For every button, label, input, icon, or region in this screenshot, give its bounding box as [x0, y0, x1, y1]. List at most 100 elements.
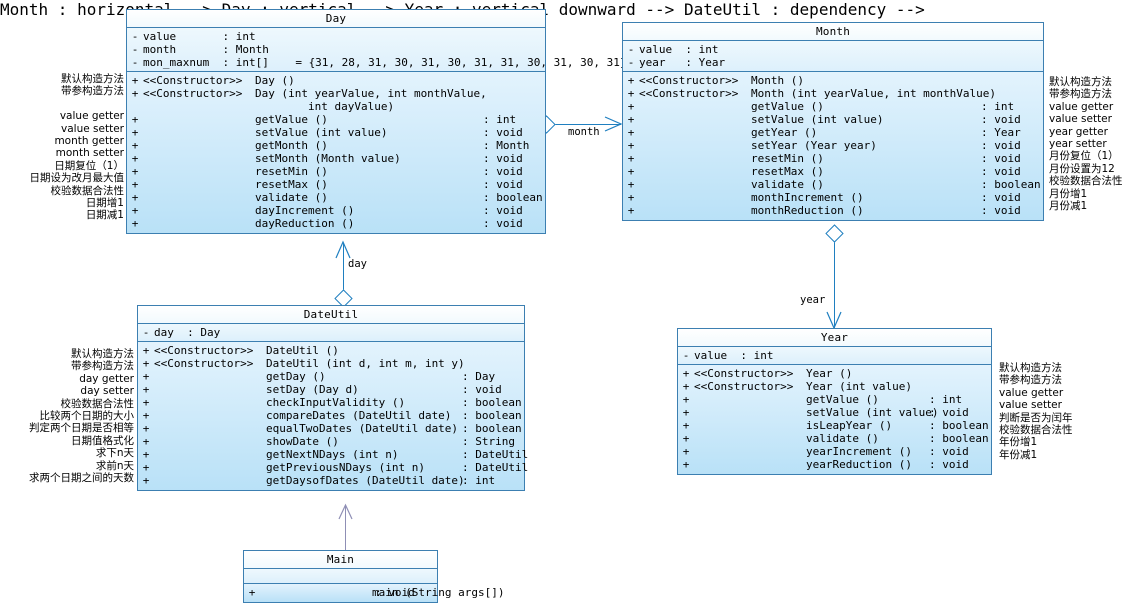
class-operation-row: +isLeapYear ()boolean — [678, 419, 991, 432]
visibility-marker: + — [142, 383, 150, 396]
visibility-marker: + — [682, 458, 690, 471]
annotation-line: 月份复位（1） — [1049, 150, 1119, 163]
annotation-line: 比较两个日期的大小 — [39, 410, 135, 423]
annotation-line: value setter — [999, 399, 1062, 412]
edge-dateutil-day-arrowhead — [335, 240, 351, 259]
operation-stereotype — [639, 191, 751, 204]
operation-signature: Year () — [806, 367, 853, 380]
operation-signature: dayReduction () — [255, 217, 355, 230]
attribute-signature: month : Month — [143, 43, 269, 56]
class-title-month: Month — [623, 23, 1043, 41]
visibility-marker: + — [131, 126, 139, 139]
operation-stereotype — [694, 445, 806, 458]
operation-stereotype — [694, 419, 806, 432]
visibility-marker: + — [142, 344, 150, 357]
class-operation-row: +main (String args[])void — [244, 586, 505, 599]
class-box-dateutil[interactable]: DateUtil -day : Day +<<Constructor>>Date… — [137, 305, 528, 491]
class-attribute-row: -value : int — [127, 30, 545, 43]
class-box-year[interactable]: Year -value : int +<<Constructor>>Year (… — [677, 328, 992, 475]
annotation-line: 判定两个日期是否相等 — [29, 422, 134, 435]
visibility-marker: - — [142, 326, 150, 339]
operation-signature: Year (int value) — [806, 380, 912, 393]
visibility-marker: + — [627, 139, 635, 152]
operation-signature: Month (int yearValue, int monthValue) — [751, 87, 997, 100]
annotation-line: 默认构造方法 — [1049, 76, 1112, 88]
class-operations-main: +main (String args[])void — [244, 584, 505, 602]
operation-stereotype — [639, 204, 751, 217]
class-operation-row: +<<Constructor>>Day () — [127, 74, 545, 87]
class-operation-row: +checkInputValidity ()boolean — [138, 396, 524, 409]
class-attribute-row: -month : Month — [127, 43, 545, 56]
visibility-marker: + — [682, 432, 690, 445]
visibility-marker — [127, 100, 143, 113]
annotation-line: 月份设置为12 — [1049, 162, 1115, 175]
operation-signature: getPreviousNDays (int n) — [266, 461, 425, 474]
class-attributes-month: -value : int-year : Year — [623, 41, 1043, 72]
annotation-line: day setter — [80, 385, 134, 398]
annotation-line: 年份增1 — [999, 436, 1038, 449]
operation-stereotype — [639, 139, 751, 152]
operation-signature: getValue () — [255, 113, 328, 126]
operation-return-type: int — [981, 100, 1043, 113]
operation-stereotype — [143, 139, 255, 152]
operation-signature: Day () — [255, 74, 295, 87]
class-box-day[interactable]: Day -value : int-month : Month-mon_maxnu… — [126, 9, 626, 234]
operation-return-type: void — [483, 217, 545, 230]
class-operation-row: +setYear (Year year)void — [623, 139, 1043, 152]
annotation-line: year setter — [1049, 138, 1107, 151]
visibility-marker: + — [682, 445, 690, 458]
operation-stereotype: <<Constructor>> — [639, 74, 739, 87]
class-box-month[interactable]: Month -value : int-year : Year +<<Constr… — [622, 22, 1044, 221]
visibility-marker: + — [248, 586, 256, 599]
visibility-marker: + — [627, 191, 635, 204]
operation-stereotype — [639, 165, 751, 178]
operation-signature: resetMax () — [255, 178, 328, 191]
operation-return-type: boolean — [981, 178, 1043, 191]
class-operation-row: +setValue (int value)void — [678, 406, 991, 419]
operation-return-type: String — [462, 435, 524, 448]
visibility-marker: - — [627, 43, 635, 56]
operation-signature: getDay () — [266, 370, 326, 383]
operation-signature: dayIncrement () — [255, 204, 355, 217]
operation-signature: setValue (int value) — [806, 406, 939, 419]
edge-month-year-line — [834, 238, 835, 330]
operation-stereotype — [143, 100, 255, 113]
operation-signature: checkInputValidity () — [266, 396, 406, 409]
class-operation-row: +resetMax ()void — [623, 165, 1043, 178]
operation-stereotype — [154, 461, 266, 474]
operation-stereotype — [143, 165, 255, 178]
visibility-marker: + — [682, 380, 690, 393]
class-operation-row: +compareDates (DateUtil date)boolean — [138, 409, 524, 422]
operation-signature: validate () — [255, 191, 328, 204]
operation-signature: setValue (int value) — [255, 126, 388, 139]
operation-return-type: void — [981, 191, 1043, 204]
annotation-line: value getter — [59, 110, 124, 123]
operation-return-type: void — [981, 165, 1043, 178]
annotation-line: 带参构造方法 — [999, 374, 1062, 387]
class-title-year: Year — [678, 329, 991, 347]
operation-signature: monthIncrement () — [751, 191, 864, 204]
operation-return-type: Day — [462, 370, 524, 383]
edge-day-month-label: month — [568, 126, 600, 138]
operation-stereotype — [143, 152, 255, 165]
operation-stereotype — [154, 448, 266, 461]
operation-signature: yearReduction () — [806, 458, 912, 471]
visibility-marker: + — [131, 165, 139, 178]
edge-day-month-line — [551, 124, 621, 125]
class-box-main[interactable]: Main +main (String args[])void — [243, 550, 505, 603]
operation-signature: Day (int yearValue, int monthValue, — [255, 87, 487, 100]
operation-stereotype — [639, 100, 751, 113]
operation-return-type: void — [483, 165, 545, 178]
annotation-line: 求前n天 — [95, 459, 134, 472]
class-title-day: Day — [127, 10, 545, 28]
attribute-signature: day : Day — [154, 326, 221, 339]
class-operations-dateutil: +<<Constructor>>DateUtil ()+<<Constructo… — [138, 342, 528, 490]
class-operation-row: +<<Constructor>>Day (int yearValue, int … — [127, 87, 545, 100]
class-operation-row: +<<Constructor>>Month (int yearValue, in… — [623, 87, 1043, 100]
operation-return-type: void — [929, 445, 991, 458]
class-operation-row: + monthIncrement () void — [623, 191, 1043, 204]
visibility-marker: - — [682, 349, 690, 362]
